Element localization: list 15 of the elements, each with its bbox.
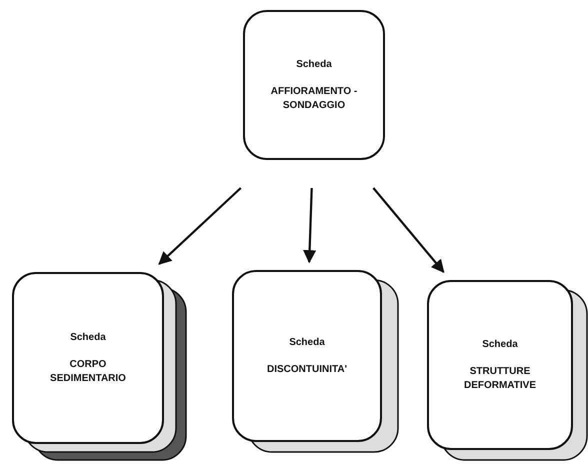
card [12, 272, 164, 444]
card-title: CORPO SEDIMENTARIO [49, 358, 127, 386]
card-title: STRUTTURE DEFORMATIVE [462, 365, 538, 392]
card [427, 280, 573, 450]
card-title: AFFIORAMENTO -SONDAGGIO [270, 85, 358, 112]
card [243, 10, 385, 160]
card-heading: Scheda [296, 58, 332, 72]
card-heading: Scheda [70, 330, 106, 344]
card [232, 270, 382, 442]
arrow [372, 187, 444, 274]
card-heading: Scheda [482, 338, 518, 352]
card-heading: Scheda [289, 336, 325, 349]
arrow [303, 188, 316, 264]
arrow [158, 187, 242, 265]
card-title: DISCONTUINITA' [267, 363, 347, 376]
